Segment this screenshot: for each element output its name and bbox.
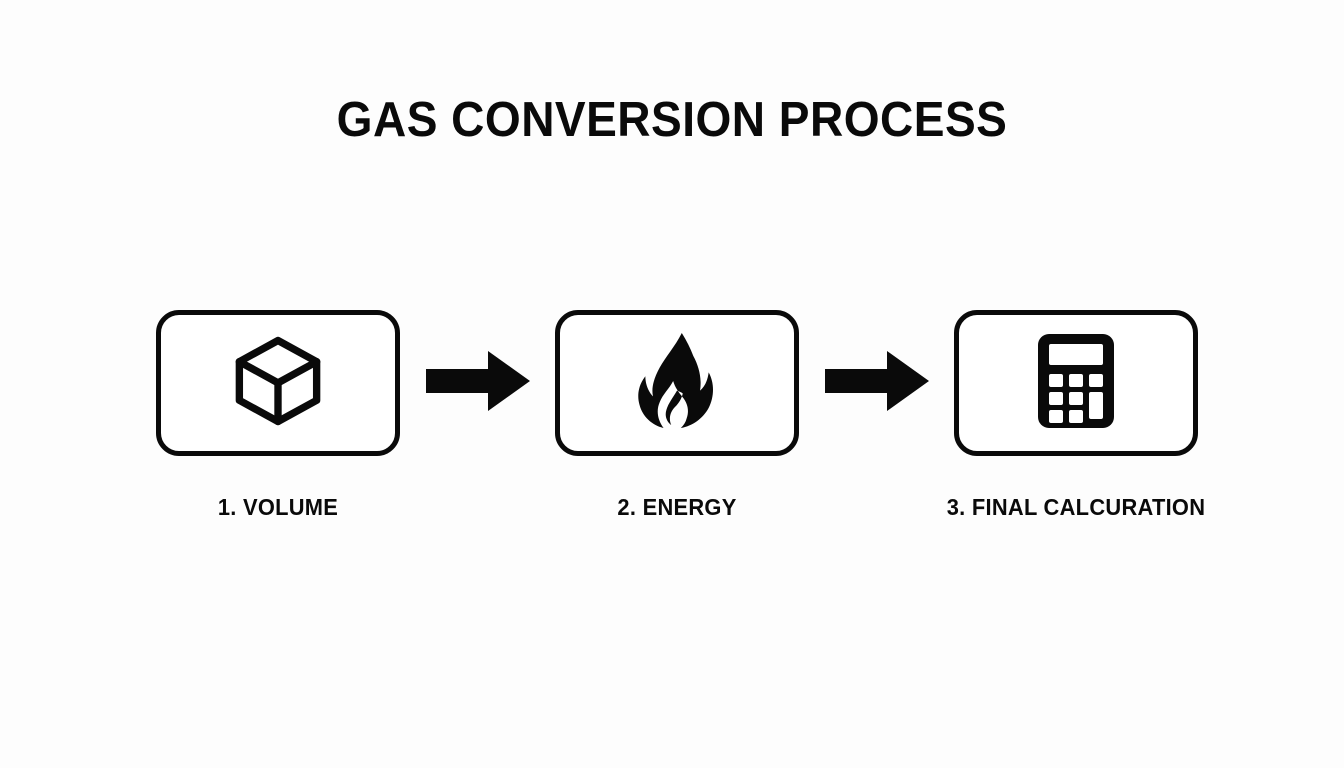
step-label-final-calcuration: 3. FINAL CALCURATION bbox=[946, 494, 1206, 520]
process-labels: 1. VOLUME 2. ENERGY 3. FINAL CALCURATION bbox=[156, 489, 1205, 525]
flow-connector-1 bbox=[425, 350, 531, 416]
step-card-volume[interactable] bbox=[156, 310, 400, 456]
process-step-energy[interactable] bbox=[555, 310, 799, 456]
process-flow bbox=[156, 310, 1198, 456]
page-title: GAS CONVERSION PROCESS bbox=[336, 93, 1008, 147]
flame-icon bbox=[635, 332, 719, 434]
cube-icon bbox=[232, 335, 324, 432]
step-card-final-calcuration[interactable] bbox=[954, 310, 1198, 456]
arrow-right-icon bbox=[425, 349, 530, 418]
step-card-energy[interactable] bbox=[555, 310, 799, 456]
flow-connector-2 bbox=[824, 350, 930, 416]
step-label-volume: 1. VOLUME bbox=[217, 494, 339, 520]
calculator-icon bbox=[1038, 333, 1114, 433]
step-label-energy: 2. ENERGY bbox=[617, 494, 737, 520]
arrow-right-icon bbox=[824, 349, 929, 418]
process-step-volume[interactable] bbox=[156, 310, 400, 456]
process-step-final-calcuration[interactable] bbox=[954, 310, 1198, 456]
